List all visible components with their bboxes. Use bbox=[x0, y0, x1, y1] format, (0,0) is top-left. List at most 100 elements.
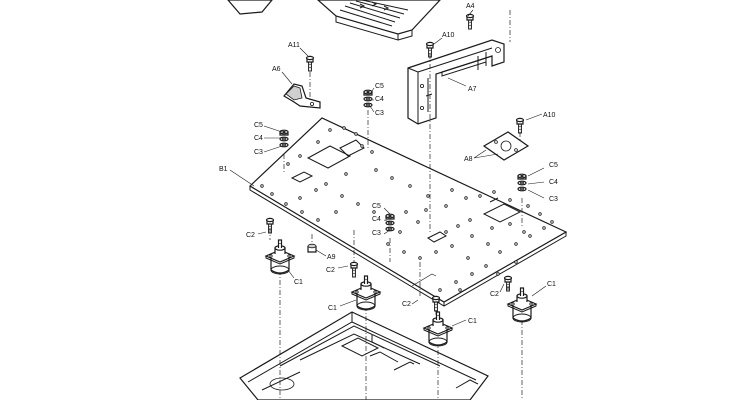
plate-hole bbox=[542, 226, 546, 230]
label-c1-center: C1 bbox=[468, 318, 477, 325]
label-c2-center: C2 bbox=[402, 301, 411, 308]
plate-hole bbox=[298, 154, 302, 158]
plate-hole bbox=[464, 196, 468, 200]
plate-hole bbox=[316, 218, 320, 222]
mount-c1-right bbox=[506, 287, 538, 323]
bolt-a4 bbox=[465, 13, 475, 30]
bolt-a10-top bbox=[425, 41, 435, 58]
label-c3-low: C3 bbox=[372, 230, 381, 237]
plate-hole bbox=[360, 144, 364, 148]
plate-hole bbox=[444, 204, 448, 208]
label-a11: A11 bbox=[288, 42, 300, 49]
washer-stack-mid-c5 bbox=[363, 89, 373, 96]
plate-hole bbox=[470, 234, 474, 238]
label-c5-low: C5 bbox=[372, 203, 381, 210]
lever-a6 bbox=[283, 83, 321, 109]
washer-stack-right-c5 bbox=[517, 173, 527, 180]
plate-hole bbox=[316, 140, 320, 144]
plate-hole bbox=[468, 218, 472, 222]
plate-hole bbox=[356, 202, 360, 206]
bolt-c2-center bbox=[431, 295, 441, 312]
spacer-a9 bbox=[307, 243, 317, 253]
plate-hole bbox=[528, 234, 532, 238]
plate-hole bbox=[340, 194, 344, 198]
plate-hole bbox=[424, 208, 428, 212]
plate-hole bbox=[490, 226, 494, 230]
plate-hole bbox=[508, 198, 512, 202]
plate-hole bbox=[390, 176, 394, 180]
floor-plate-b1 bbox=[249, 117, 568, 307]
plate-hole bbox=[324, 182, 328, 186]
plate-hole bbox=[386, 242, 390, 246]
plate-hole bbox=[398, 230, 402, 234]
label-a6: A6 bbox=[272, 66, 281, 73]
bolt-c2-left bbox=[265, 217, 275, 234]
plate-hole bbox=[526, 204, 530, 208]
washer-stack-mid-c3 bbox=[363, 102, 373, 108]
label-b1: B1 bbox=[219, 166, 228, 173]
bolt-a11 bbox=[305, 55, 315, 72]
label-c4-mid: C4 bbox=[375, 96, 384, 103]
plate-hole bbox=[334, 210, 338, 214]
washer-stack-left-c5 bbox=[279, 129, 289, 136]
plate-hole bbox=[444, 230, 448, 234]
label-c1-midleft: C1 bbox=[328, 305, 337, 312]
plate-hole bbox=[466, 256, 470, 260]
washer-stack-right-c4 bbox=[517, 180, 527, 186]
label-a10-right: A10 bbox=[543, 112, 556, 119]
washer-stack-low-c4 bbox=[385, 220, 395, 226]
plate-hole bbox=[370, 150, 374, 154]
label-c5-left: C5 bbox=[254, 122, 263, 129]
plate-hole bbox=[418, 256, 422, 260]
hardware-parts bbox=[264, 13, 538, 347]
label-c4-left: C4 bbox=[254, 135, 263, 142]
plate-hole bbox=[438, 288, 442, 292]
plate-hole bbox=[260, 184, 264, 188]
plate-hole bbox=[298, 196, 302, 200]
plate-hole bbox=[498, 250, 502, 254]
part-labels: A4 A10 A11 A6 A7 A10 A8 C5 C4 C3 C5 C4 C… bbox=[219, 3, 558, 325]
label-a7: A7 bbox=[468, 86, 477, 93]
plate-hole bbox=[404, 210, 408, 214]
label-c2-midleft: C2 bbox=[326, 267, 335, 274]
plate-hole bbox=[450, 188, 454, 192]
plate-hole bbox=[484, 264, 488, 268]
label-leaders bbox=[229, 9, 547, 327]
plate-hole bbox=[450, 244, 454, 248]
plate-hole bbox=[402, 250, 406, 254]
plate-hole bbox=[496, 272, 500, 276]
label-c5-mid: C5 bbox=[375, 83, 384, 90]
plate-hole bbox=[328, 128, 332, 132]
label-c4-right: C4 bbox=[549, 179, 558, 186]
label-c4-low: C4 bbox=[372, 216, 381, 223]
washer-stack-left-c3 bbox=[279, 142, 289, 148]
label-c1-left: C1 bbox=[294, 279, 303, 286]
bolt-c2-midleft bbox=[349, 261, 359, 278]
plate-hole bbox=[416, 220, 420, 224]
bracket-a7 bbox=[407, 39, 505, 125]
plate-hole bbox=[372, 210, 376, 214]
label-a10-top: A10 bbox=[442, 32, 455, 39]
plate-hole bbox=[354, 132, 358, 136]
label-c3-right: C3 bbox=[549, 196, 558, 203]
plate-hole bbox=[314, 188, 318, 192]
plate-hole bbox=[492, 190, 496, 194]
label-c2-right: C2 bbox=[490, 291, 499, 298]
label-c5-right: C5 bbox=[549, 162, 558, 169]
washer-stack-low-c3 bbox=[385, 226, 395, 232]
mount-c1-center bbox=[422, 311, 454, 347]
plate-hole bbox=[514, 260, 518, 264]
plate-hole bbox=[426, 194, 430, 198]
plate-hole bbox=[300, 210, 304, 214]
plate-hole bbox=[434, 250, 438, 254]
label-a9: A9 bbox=[327, 254, 336, 261]
top-grille-assembly bbox=[227, 0, 441, 41]
flange-a8 bbox=[482, 131, 530, 161]
plate-hole bbox=[270, 192, 274, 196]
label-a4: A4 bbox=[466, 3, 475, 10]
washer-stack-low-c5 bbox=[385, 213, 395, 220]
plate-hole bbox=[508, 222, 512, 226]
label-a8: A8 bbox=[464, 156, 473, 163]
plate-hole bbox=[344, 172, 348, 176]
